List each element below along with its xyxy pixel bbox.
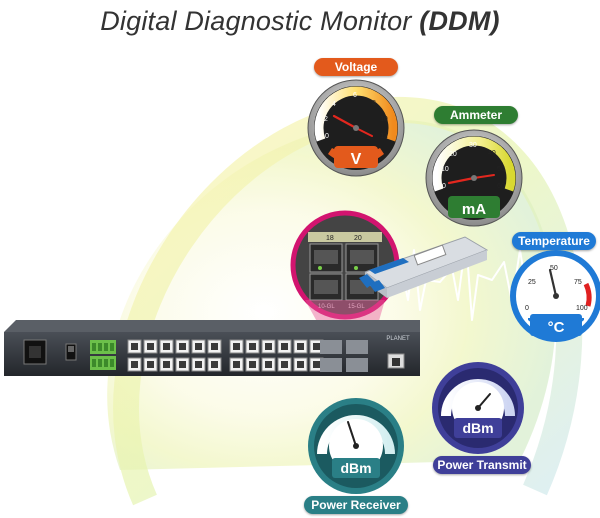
page-title: Digital Diagnostic Monitor (DDM) [100,6,500,36]
temperature-gauge: 0 25 50 75 100 °C [510,250,600,342]
power-receiver-needle [347,421,357,447]
network-switch: PLANET [4,320,420,376]
svg-text:0: 0 [442,183,446,190]
power-receiver-unit: dBm [340,460,371,476]
rj45-port-socket [265,361,272,368]
svg-text:75: 75 [574,279,582,286]
rj45-port-socket [163,361,170,368]
rj45-port-socket [147,361,154,368]
rj45-port-socket [163,343,170,350]
svg-text:6: 6 [353,92,357,99]
rj45-port-socket [211,343,218,350]
sfp-zoom: 18 20 10-GL 15-GL [290,210,400,320]
svg-text:30: 30 [469,142,477,149]
svg-text:12: 12 [380,133,388,140]
ammeter-ticks: 0 10 20 30 40 50 60 [441,142,505,190]
temperature-label: Temperature [512,232,596,250]
svg-text:20: 20 [354,235,362,242]
voltage-gauge: 0 2 4 6 8 10 12 V [307,79,405,177]
svg-text:50: 50 [550,265,558,272]
voltage-unit: V [351,151,362,168]
power-receiver-label: Power Receiver [304,496,408,514]
sfp-cages [320,340,368,372]
temperature-ticks: 0 25 50 75 100 [525,265,588,312]
power-transmit-gauge: dBm [432,362,524,454]
rj45-port-socket [281,361,288,368]
rj45-port-socket [249,361,256,368]
terminal-blocks [90,340,116,370]
rj45-port-socket [281,343,288,350]
sfp-module-icon [359,236,489,298]
power-transmit-unit: dBm [462,420,493,436]
rj45-port-socket [249,343,256,350]
brand-logo: PLANET [386,336,410,342]
svg-text:8: 8 [372,100,376,107]
rj45-port-socket [211,361,218,368]
rj45-port-socket [195,361,202,368]
rj45-ports [127,339,324,372]
svg-text:40: 40 [488,150,496,157]
svg-text:0: 0 [325,133,329,140]
power-transmit-needle [477,393,491,409]
power-receiver-gauge: dBm [308,398,404,494]
svg-text:0: 0 [525,305,529,312]
temperature-unit: °C [548,319,565,336]
rj45-port-socket [147,343,154,350]
svg-text:50: 50 [497,166,505,173]
rj45-port-socket [179,343,186,350]
svg-text:60: 60 [497,183,505,190]
voltage-ticks: 0 2 4 6 8 10 12 [324,92,388,140]
svg-text:18: 18 [326,235,334,242]
rj45-port-socket [195,343,202,350]
ammeter-gauge: 0 10 20 30 40 50 60 mA [425,129,523,227]
ammeter-unit: mA [462,201,486,218]
temperature-needle [548,268,558,298]
power-inlet-icon [23,339,47,365]
svg-text:100: 100 [576,305,588,312]
rj45-port-socket [131,343,138,350]
rj45-port-socket [297,343,304,350]
svg-text:10: 10 [380,116,388,123]
rocker-switch-icon [65,343,77,361]
voltage-label: Voltage [314,58,398,76]
svg-text:15-GL: 15-GL [348,304,365,310]
rj45-port-socket [313,361,320,368]
svg-text:10: 10 [441,166,449,173]
svg-text:20: 20 [449,151,457,158]
rj45-port-socket [313,343,320,350]
power-transmit-label: Power Transmit [433,456,531,474]
rj45-console-icon [387,353,405,369]
svg-text:25: 25 [528,279,536,286]
ammeter-label: Ammeter [434,106,518,124]
rj45-port-socket [297,361,304,368]
svg-text:4: 4 [332,101,336,108]
rj45-port-socket [233,361,240,368]
rj45-port-socket [233,343,240,350]
voltage-needle [332,114,358,130]
rj45-port-socket [131,361,138,368]
rj45-port-socket [265,343,272,350]
rj45-port-socket [179,361,186,368]
svg-text:2: 2 [324,116,328,123]
ammeter-needle [447,176,476,185]
svg-text:10-GL: 10-GL [318,304,335,310]
